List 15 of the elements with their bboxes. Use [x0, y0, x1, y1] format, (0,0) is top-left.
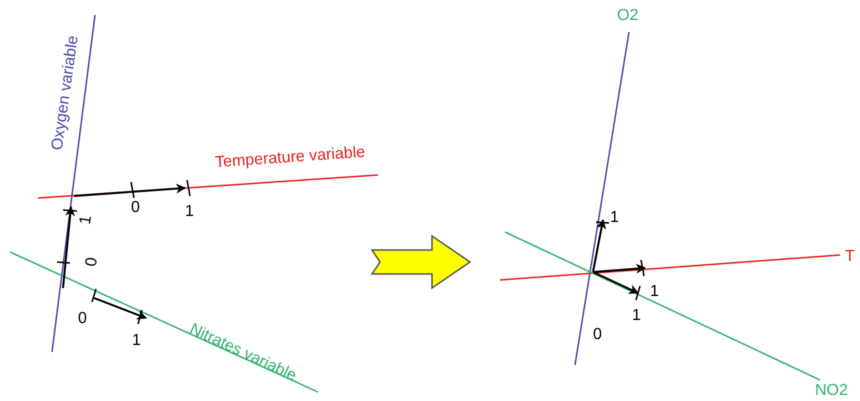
tick-label: 0 [78, 311, 87, 327]
axis-label: O2 [617, 8, 638, 24]
axis-label: T [845, 249, 855, 265]
tick-label: 1 [632, 308, 641, 324]
tick-label: 1 [610, 210, 619, 226]
axis-label: Temperature variable [214, 144, 366, 172]
axis-label: NO2 [815, 383, 848, 399]
tick-label: 0 [593, 327, 602, 343]
tick-label: 1 [185, 204, 194, 220]
tick-label: 1 [132, 333, 141, 349]
tick-label: 0 [131, 200, 140, 216]
axis-label: Oxygen variable [50, 34, 82, 152]
tick-label: 1 [650, 284, 659, 300]
tick-label: 1 [78, 214, 95, 226]
tick-label: 0 [84, 256, 101, 268]
